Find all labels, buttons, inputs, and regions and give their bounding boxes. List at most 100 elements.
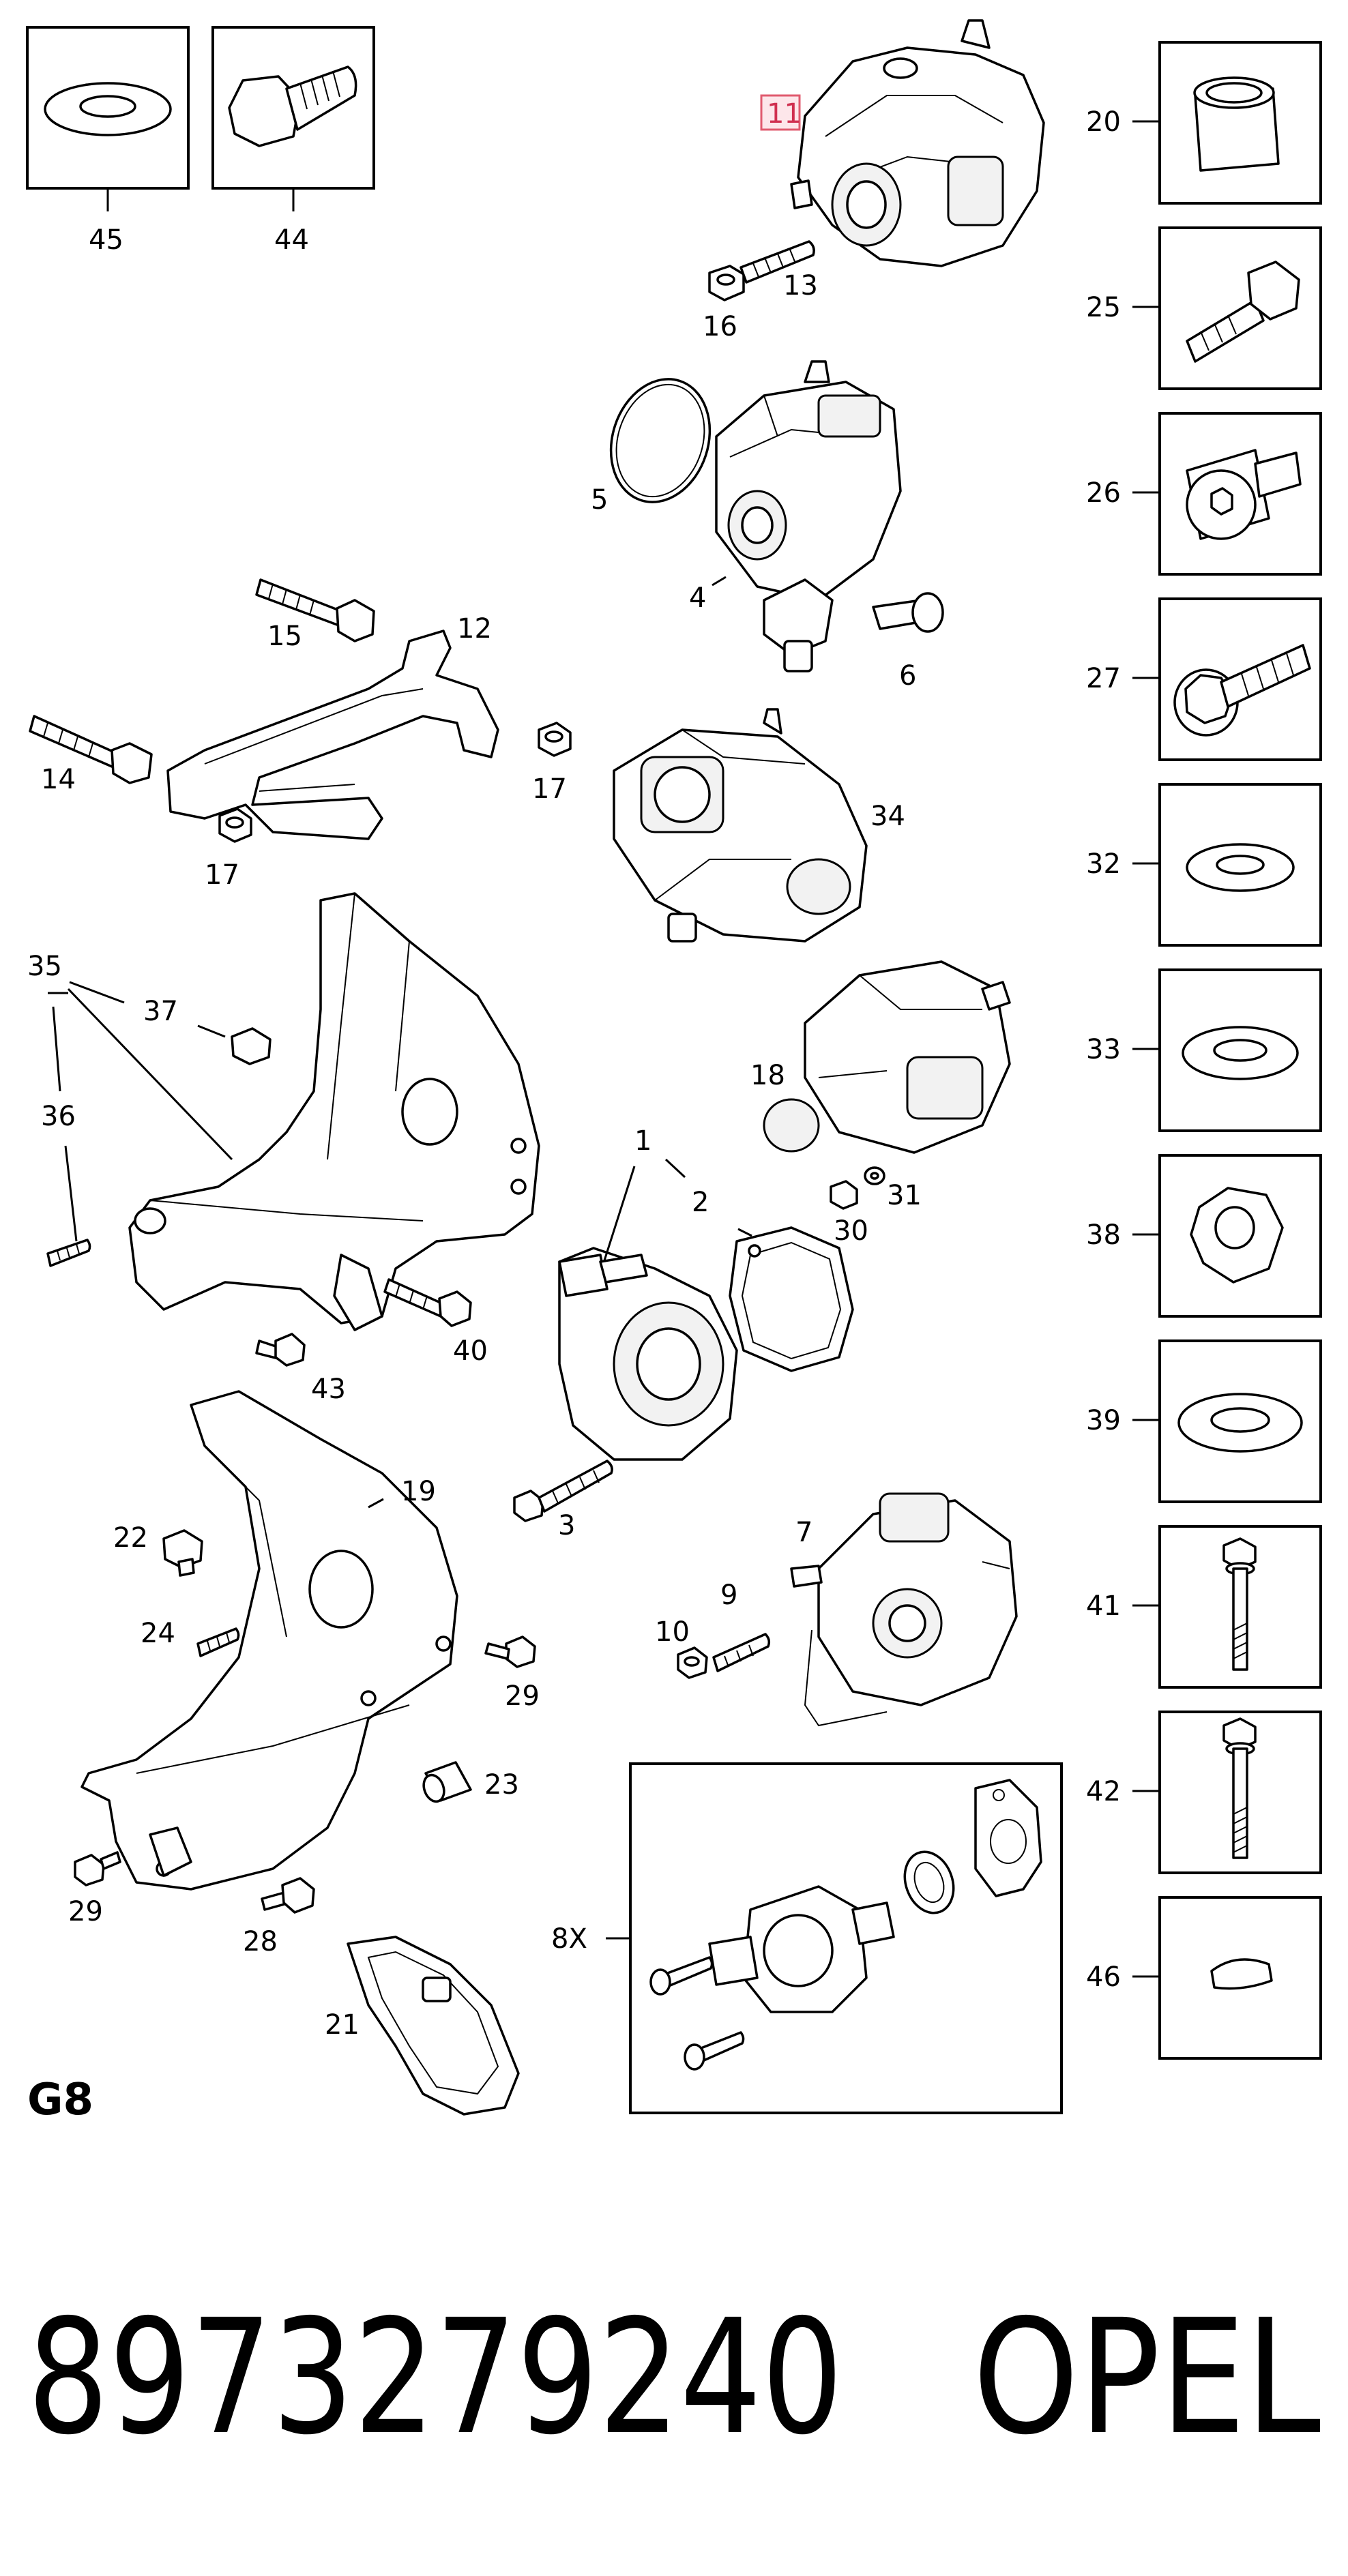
gasket-21 <box>347 1936 520 2116</box>
sleeve-23 <box>422 1761 472 1803</box>
callout-37: 37 <box>143 996 178 1027</box>
o-ring-8x <box>903 1850 955 1914</box>
callout-15: 15 <box>267 621 302 652</box>
side-part-20: 20 <box>1086 41 1322 205</box>
bracket-12 <box>166 630 499 840</box>
callout-23: 23 <box>484 1769 519 1801</box>
svg-text:27: 27 <box>1086 663 1121 694</box>
callout-18: 18 <box>750 1060 785 1091</box>
flange-bolt-icon <box>1173 644 1311 737</box>
long-stud-bolt-icon <box>1222 1717 1257 1859</box>
bolt-43 <box>255 1333 306 1367</box>
callout-8x: 8X <box>551 1923 587 1955</box>
injection-pump-18 <box>763 960 1011 1154</box>
callout-1: 1 <box>634 1125 651 1157</box>
washer-icon <box>1182 1026 1299 1080</box>
highlighted-callout-box <box>760 94 801 131</box>
callout-21: 21 <box>325 2009 360 2041</box>
svg-text:33: 33 <box>1086 1034 1121 1065</box>
callout-11-highlighted: 11 <box>767 98 802 130</box>
timing-cover-19 <box>80 1390 458 1891</box>
side-part-32: 32 <box>1086 783 1322 947</box>
callout-28: 28 <box>243 1926 278 1957</box>
nut-10 <box>677 1646 708 1679</box>
side-part-41: 41 <box>1086 1525 1322 1689</box>
gasket-2 <box>729 1226 854 1372</box>
plug-37 <box>197 1024 272 1065</box>
part-8x-inset-box <box>606 1762 1063 2114</box>
nut-30 <box>830 1180 858 1210</box>
section-label: G8 <box>27 2075 93 2125</box>
side-part-27: 27 <box>1086 597 1322 761</box>
bolt-29-left <box>74 1851 121 1886</box>
callout-35: 35 <box>27 951 62 982</box>
callout-13: 13 <box>783 270 818 301</box>
part-number: 8973279240 <box>27 2285 843 2470</box>
part-44-bolt-box: 44 <box>211 26 375 256</box>
pump-housing-4 <box>715 360 902 672</box>
washer-31 <box>864 1166 885 1185</box>
hex-bolt-icon <box>228 65 357 147</box>
stud-13 <box>739 240 815 284</box>
pressure-regulator-valve <box>708 1885 895 2013</box>
mounting-bracket-35 <box>128 892 540 1331</box>
side-part-33: 33 <box>1086 968 1322 1132</box>
bolt-40 <box>383 1278 472 1327</box>
washer-icon <box>44 82 172 136</box>
svg-text:38: 38 <box>1086 1219 1121 1251</box>
callout-29-right: 29 <box>505 1681 540 1712</box>
callout-7: 7 <box>795 1517 812 1548</box>
svg-text:20: 20 <box>1086 106 1121 138</box>
long-bolt-icon <box>1222 1537 1257 1671</box>
bolt-6 <box>872 592 944 633</box>
svg-text:41: 41 <box>1086 1590 1121 1622</box>
callout-44: 44 <box>274 224 309 256</box>
svg-text:39: 39 <box>1086 1405 1121 1436</box>
callout-16: 16 <box>703 311 737 342</box>
bolt-28 <box>261 1877 315 1914</box>
socket-cap-screw-icon <box>1186 449 1302 540</box>
callout-43: 43 <box>311 1374 346 1405</box>
callout-22: 22 <box>113 1522 148 1554</box>
injection-pump-7 <box>790 1492 1018 1727</box>
callout-31: 31 <box>887 1180 922 1211</box>
screw-8x-upper <box>649 1956 714 1996</box>
screw-8x-lower <box>684 2031 745 2071</box>
injection-pump-1 <box>558 1247 738 1461</box>
side-part-25: 25 <box>1086 226 1322 390</box>
callout-9: 9 <box>720 1580 737 1611</box>
callout-12: 12 <box>457 613 492 645</box>
stud-9 <box>712 1633 771 1672</box>
nut-17-right <box>538 722 572 757</box>
callout-45: 45 <box>89 224 123 256</box>
callout-3: 3 <box>558 1510 575 1541</box>
callout-29-left: 29 <box>68 1896 103 1927</box>
side-part-46: 46 <box>1086 1896 1322 2060</box>
svg-text:32: 32 <box>1086 848 1121 880</box>
injection-pump-34 <box>613 708 868 943</box>
side-part-38: 38 <box>1086 1154 1322 1318</box>
woodruff-key-icon <box>1210 1958 1273 1990</box>
side-part-26: 26 <box>1086 412 1322 576</box>
stud-24 <box>196 1627 240 1657</box>
part-45-washer-box: 45 <box>26 26 190 256</box>
brand-name: OPEL <box>973 2285 1321 2470</box>
side-part-39: 39 <box>1086 1339 1322 1503</box>
callout-17-right: 17 <box>532 773 567 805</box>
sleeve-icon <box>1193 76 1280 172</box>
stud-36 <box>46 1239 91 1267</box>
callout-34: 34 <box>870 801 905 832</box>
bolt-15 <box>255 578 375 642</box>
bolt-3 <box>513 1460 613 1522</box>
washer-icon <box>1177 1393 1303 1453</box>
o-ring-5 <box>609 378 712 503</box>
plug-22 <box>162 1529 203 1577</box>
callout-17-left: 17 <box>205 859 239 891</box>
callout-14: 14 <box>41 764 76 795</box>
callout-6: 6 <box>899 660 916 692</box>
callout-2: 2 <box>692 1187 709 1218</box>
callout-5: 5 <box>591 484 608 516</box>
svg-text:42: 42 <box>1086 1776 1121 1807</box>
svg-text:25: 25 <box>1086 292 1121 323</box>
nut-17-left <box>218 808 252 843</box>
